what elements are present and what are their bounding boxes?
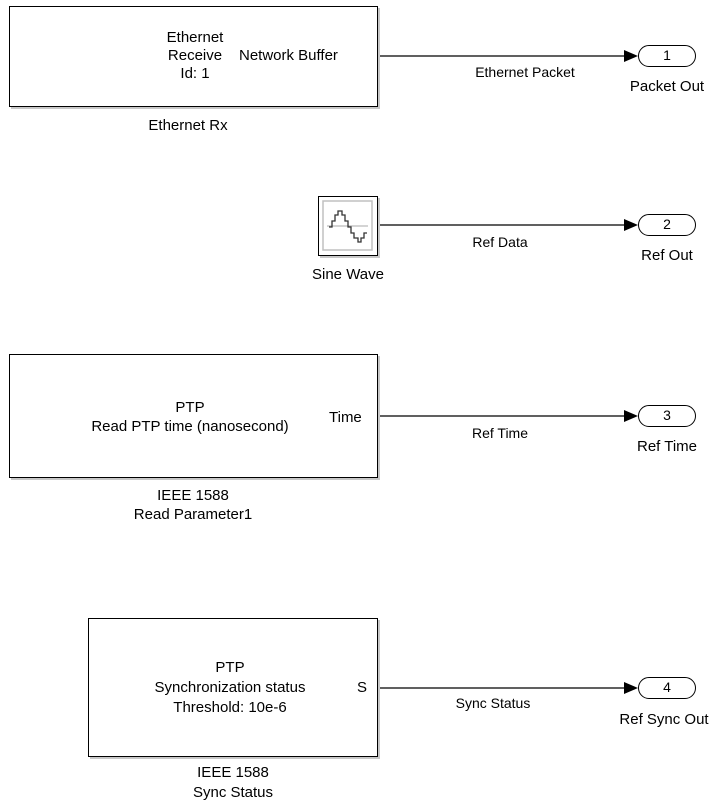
ptp-sync-line-2: Synchronization status xyxy=(154,679,306,696)
ptp-sync-port-label: S xyxy=(357,679,368,696)
outport-3-name: Ref Time xyxy=(636,438,697,455)
ptp-sync-name-line-2: Sync Status xyxy=(192,784,274,801)
signal-label-ethernet-packet: Ethernet Packet xyxy=(475,64,575,80)
outport-2[interactable]: 2 xyxy=(638,214,696,236)
signal-label-ref-data: Ref Data xyxy=(472,234,528,250)
ethernet-rx-block-name: Ethernet Rx xyxy=(148,117,228,134)
outport-1-name: Packet Out xyxy=(629,78,705,95)
ethernet-rx-line-2: Receive xyxy=(167,47,223,64)
ptp-sync-line-3: Threshold: 10e-6 xyxy=(173,699,287,716)
outport-1[interactable]: 1 xyxy=(638,45,696,67)
ptp-read-line-1: PTP xyxy=(175,399,205,416)
outport-4[interactable]: 4 xyxy=(638,677,696,699)
ptp-read-port-label: Time xyxy=(329,409,362,426)
ptp-sync-name-line-1: IEEE 1588 xyxy=(197,764,269,781)
ethernet-rx-block[interactable] xyxy=(9,6,378,107)
ptp-read-name-line-1: IEEE 1588 xyxy=(157,487,229,504)
ptp-read-name-line-2: Read Parameter1 xyxy=(133,506,253,523)
ptp-read-time-block[interactable] xyxy=(9,354,378,478)
ethernet-rx-port-label: Network Buffer xyxy=(239,47,338,64)
signal-label-ref-time: Ref Time xyxy=(471,425,528,441)
sine-wave-block[interactable] xyxy=(318,196,378,256)
arrowhead-2 xyxy=(624,219,638,231)
arrowhead-4 xyxy=(624,682,638,694)
ethernet-rx-line-3: Id: 1 xyxy=(180,65,210,82)
ptp-sync-line-1: PTP xyxy=(215,659,245,676)
outport-3[interactable]: 3 xyxy=(638,405,696,427)
ptp-read-line-2: Read PTP time (nanosecond) xyxy=(91,418,289,435)
sine-wave-icon xyxy=(322,200,373,251)
signal-label-sync-status: Sync Status xyxy=(455,695,531,711)
outport-2-name: Ref Out xyxy=(641,247,693,264)
ethernet-rx-line-1: Ethernet xyxy=(166,29,224,46)
arrowhead-1 xyxy=(624,50,638,62)
outport-4-name: Ref Sync Out xyxy=(619,711,709,728)
arrowhead-3 xyxy=(624,410,638,422)
ptp-sync-status-block[interactable] xyxy=(88,618,378,757)
sine-wave-block-name: Sine Wave xyxy=(312,266,384,283)
